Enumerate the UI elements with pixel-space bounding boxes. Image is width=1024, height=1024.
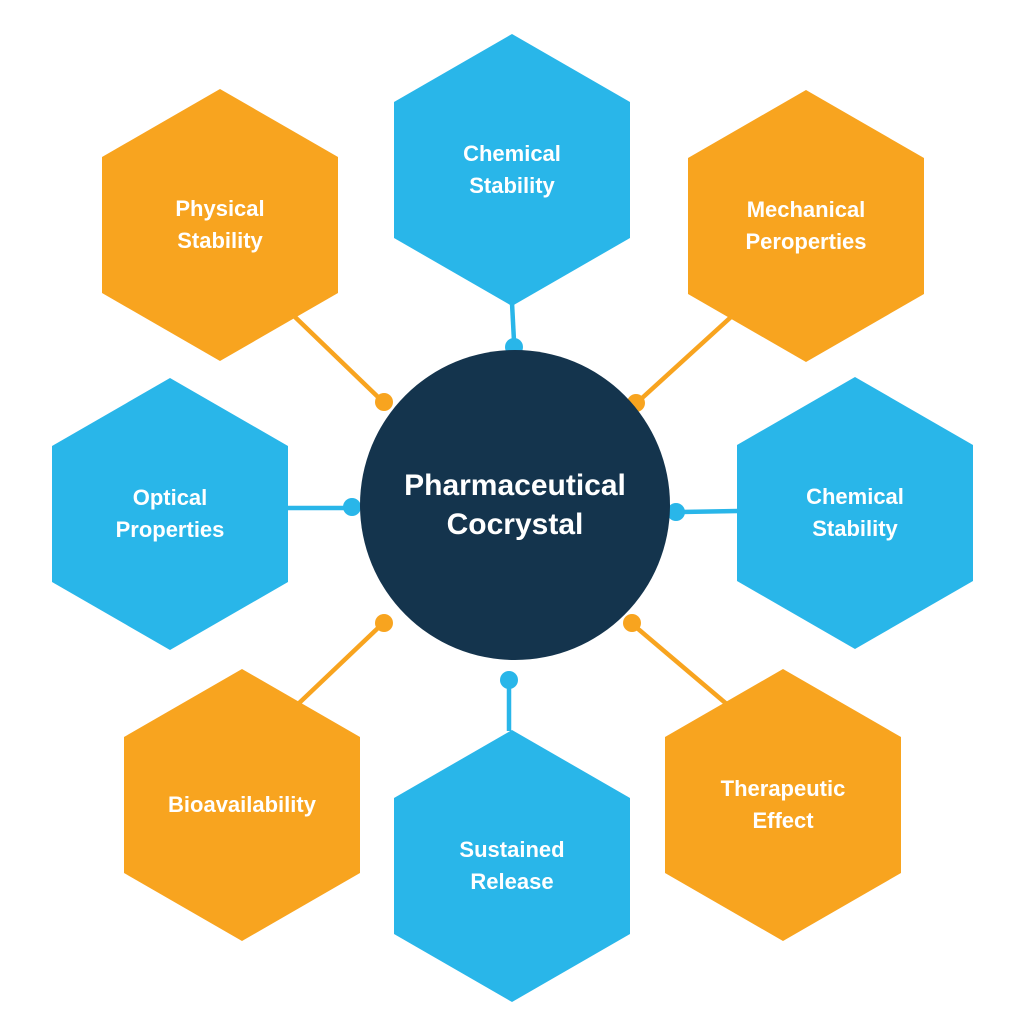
connector-dot-icon	[667, 503, 685, 521]
hexagon-label: Mechanical Peroperties	[745, 197, 867, 254]
connector-line-bottom-right	[635, 626, 731, 708]
connector-line-top-right	[639, 315, 733, 401]
connector-dot-icon	[375, 614, 393, 632]
connector-line-top	[509, 302, 517, 342]
hexagon-label: Sustained Release	[459, 837, 565, 894]
connector-dot-icon	[623, 614, 641, 632]
connector-dot-icon	[343, 498, 361, 516]
hexagon-label: Physical Stability	[175, 196, 265, 253]
center-node-title: Pharmaceutical Cocrystal	[404, 469, 626, 541]
hexagon-label: Bioavailability	[168, 792, 316, 818]
connector-line-top-left	[293, 315, 380, 399]
connector-line-bottom-left	[294, 626, 380, 708]
connector-line-right	[680, 508, 739, 515]
connector-dot-icon	[500, 671, 518, 689]
hexagon-label: Therapeutic Effect	[720, 776, 846, 833]
connector-dot-icon	[375, 393, 393, 411]
hexagon-label: Chemical Stability	[463, 141, 561, 198]
hexagon-label: Chemical Stability	[806, 484, 904, 541]
center-node-pharmaceutical-cocrystal: Pharmaceutical Cocrystal	[360, 350, 670, 660]
hexagon-label: Optical Properties	[115, 485, 225, 542]
